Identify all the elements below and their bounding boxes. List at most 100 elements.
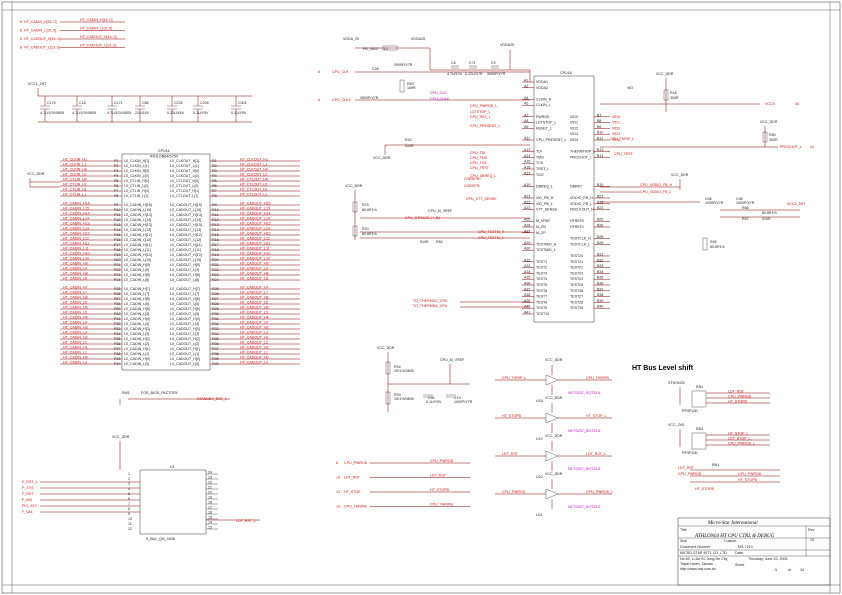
cpu-right-pin: L0_CADOUT_L[6] — [170, 302, 199, 306]
cpu-right-pinnum: R1 — [212, 159, 217, 163]
cpu-left-net: HT_CADIN_L11 — [63, 247, 89, 251]
ic-pin-num: 22 — [208, 481, 212, 485]
cpu2-right-pinnum: B11 — [597, 137, 603, 141]
buffer-out-net: CPU_THRIPB — [586, 376, 609, 380]
cpu-right-net: HT_CADOUT_L6 — [240, 301, 268, 305]
cpu-right-net: HT_CLKOUT_L0 — [240, 173, 267, 177]
cap-bank-vcc-ht: VCC1_2HT C1704.7U/10V/0805C184.7U/10V/08… — [28, 82, 252, 123]
ic-pin-num: 14 — [208, 521, 212, 525]
rn-ref: RN2 — [696, 427, 703, 431]
cpu-right-pin: L0_CADOUT_L[14] — [170, 218, 201, 222]
buffer-part: NC7SZ07_SOT23-5 — [568, 429, 600, 433]
cpu-tms: CPU_TMS — [470, 156, 488, 160]
bottom-index: 8 — [336, 461, 338, 465]
cpu-left-pin: L0_CADIN_H[11] — [124, 243, 152, 247]
cpu2-right-pinnum: B13 — [597, 148, 603, 152]
cpu2-right-pin: TESTCLK_H — [570, 237, 591, 241]
cpu2-right-pinnum: B31 — [597, 253, 603, 257]
cpu2-left-pinnum: A16 — [524, 166, 530, 170]
cpu2-right-pinnum: B40 — [597, 305, 603, 309]
cpu-left-pinnum: P12 — [114, 218, 120, 222]
r45-val: 80.6R1% — [710, 245, 726, 249]
cpu2-right-pinnum: B19 — [597, 183, 603, 187]
cpu-left-pinnum: P27 — [114, 297, 120, 301]
tb-rev: 10 — [810, 538, 814, 542]
bottom-label: CPU_THRIPB — [344, 505, 367, 509]
rn3-e: HT_STOPB — [695, 487, 715, 491]
cpu-left-pin: L0_CADIN_L[0] — [124, 362, 149, 366]
cpu2-left-pinnum: A38 — [524, 293, 530, 297]
ic-pin-num: 23 — [208, 476, 212, 480]
cpu2-left-pinnum: A9 — [524, 125, 528, 129]
cpu-right-net: HT_CADOUT_H5 — [240, 306, 269, 310]
cpu2-left-pin: VTT_SENSE — [536, 208, 558, 212]
cpu-left-pinnum: P11 — [114, 213, 120, 217]
cpu2-left-pinnum: A23 — [524, 206, 530, 210]
cpu-left-pinnum: P30 — [114, 312, 120, 316]
buffer-triangle — [545, 412, 559, 424]
cpu-left-pin: L0_CADIN_L[13] — [124, 228, 151, 232]
cpu-right-net: HT_CTLOUT_H1 — [240, 188, 268, 192]
ic-pin-num: 16 — [208, 511, 212, 515]
cpu-clk-input: 6 CPU_CLK 6 CPU_CLK# R53 169R C28 3900P/… — [318, 63, 530, 102]
cpu-right-pin: L0_CADOUT_H[4] — [170, 317, 200, 321]
cpu2-right-pin: TEST26 — [570, 289, 583, 293]
cpu2-left-pinnum: A27 — [524, 229, 530, 233]
cpu-right-net: HT_CADOUT_H1 — [240, 346, 269, 350]
tb-date: Thursday, June 23, 2005 — [748, 557, 788, 561]
cpu-left-net: HT_CADIN_H0 — [63, 356, 88, 360]
prochot-out: PROCHOT_L — [780, 145, 802, 149]
bottom-label: CPU_PWRGD — [344, 461, 368, 465]
cpu-right-pin: L0_CADOUT_H[1] — [170, 347, 200, 351]
cpu-left-pin: L0_CADIN_L[8] — [124, 278, 149, 282]
cpu2-right-pin: TESTCLK_L — [570, 242, 590, 246]
ic-pin-num: 11 — [128, 522, 132, 526]
cpu2-left-pinnum: A15 — [524, 160, 530, 164]
cpu-left-pinnum: P29 — [114, 307, 120, 311]
cpu-right-net: HT_CADOUT_L1 — [240, 351, 268, 355]
cpu-left-pin: L0_CTLIN_L[0] — [124, 184, 148, 188]
cpu-clk-label: CPU_CLK — [332, 70, 349, 74]
cpu-left-pin: L0_CADIN_H[4] — [124, 317, 150, 321]
vcc25ht-label: VCC2_5HT — [787, 202, 806, 206]
cpu2-left-pin: TEST8 — [536, 300, 547, 304]
cpu-left-pinnum: P35 — [114, 337, 120, 341]
cpu2-right-pin: FBCLKOUT_H — [570, 208, 594, 212]
cpu2-right-pin: HTREF1 — [570, 225, 584, 229]
cpu-left-pinnum: P28 — [114, 302, 120, 306]
cpu2-left-pin: TEST3 — [536, 271, 547, 275]
cpu-left-net: HT_CADIN_H3 — [63, 326, 88, 330]
cpu2-left-pinnum: A14 — [524, 154, 530, 158]
cpu-right-pin: L0_CADOUT_L[8] — [170, 278, 199, 282]
ferrite-l2-ref: L2 — [384, 47, 388, 51]
cpu2-left-pinnum: A13 — [524, 148, 530, 152]
buffer-ref: U18 — [536, 399, 543, 403]
cpu-right-net: HT_CADOUT_L4 — [240, 321, 268, 325]
cpu-left-pin: L0_CLKIN_H[1] — [124, 159, 149, 163]
cpu2-left-pin: TMS — [536, 155, 544, 159]
cpu-left-net: HT_CADIN_H2 — [63, 336, 88, 340]
cpu-left-pinnum: P3 — [114, 169, 118, 173]
cpu-left-pin: L0_CADIN_L[3] — [124, 332, 149, 336]
cpu2-right-pin: TEST25 — [570, 283, 583, 287]
cpu-left-pin: L0_CADIN_L[11] — [124, 248, 151, 252]
cpu2-left-pin: TRST_L — [536, 167, 549, 171]
buffer-out-net: LDT_RST_L — [586, 452, 606, 456]
cpu-right-pin: L0_CLKOUT_L[0] — [170, 174, 199, 178]
cpu-right-pinnum: R14 — [212, 228, 219, 232]
cpu-left-pinnum: P26 — [114, 292, 120, 296]
cpu-right-net: HT_CADOUT_H4 — [240, 316, 269, 320]
cpu-right-pin: L0_CADOUT_H[14] — [170, 213, 202, 217]
buffer-vcc: VCC_DDR — [545, 434, 563, 438]
cpu2-left-pin: VID_PB_L — [536, 202, 553, 206]
vdda-cap-val: 0.22U/X7R — [465, 72, 483, 76]
cpu2-left-pinnum: A5 — [524, 102, 528, 106]
hier-net-label: HT_CADIN_L[15..0] — [80, 27, 112, 31]
cpu-left-pin: L0_CADIN_L[9] — [124, 268, 149, 272]
cpu2-left-pin: CPU_PRESENT_L — [536, 138, 567, 142]
cpu-left-net: HT_CADIN_L5 — [63, 311, 87, 315]
cpu-right-net: HT_CADOUT_L13 — [240, 227, 270, 231]
cpu2-right-pin: VID0 — [570, 115, 578, 119]
cpu-left-net: HT_CADIN_H1 — [63, 346, 88, 350]
